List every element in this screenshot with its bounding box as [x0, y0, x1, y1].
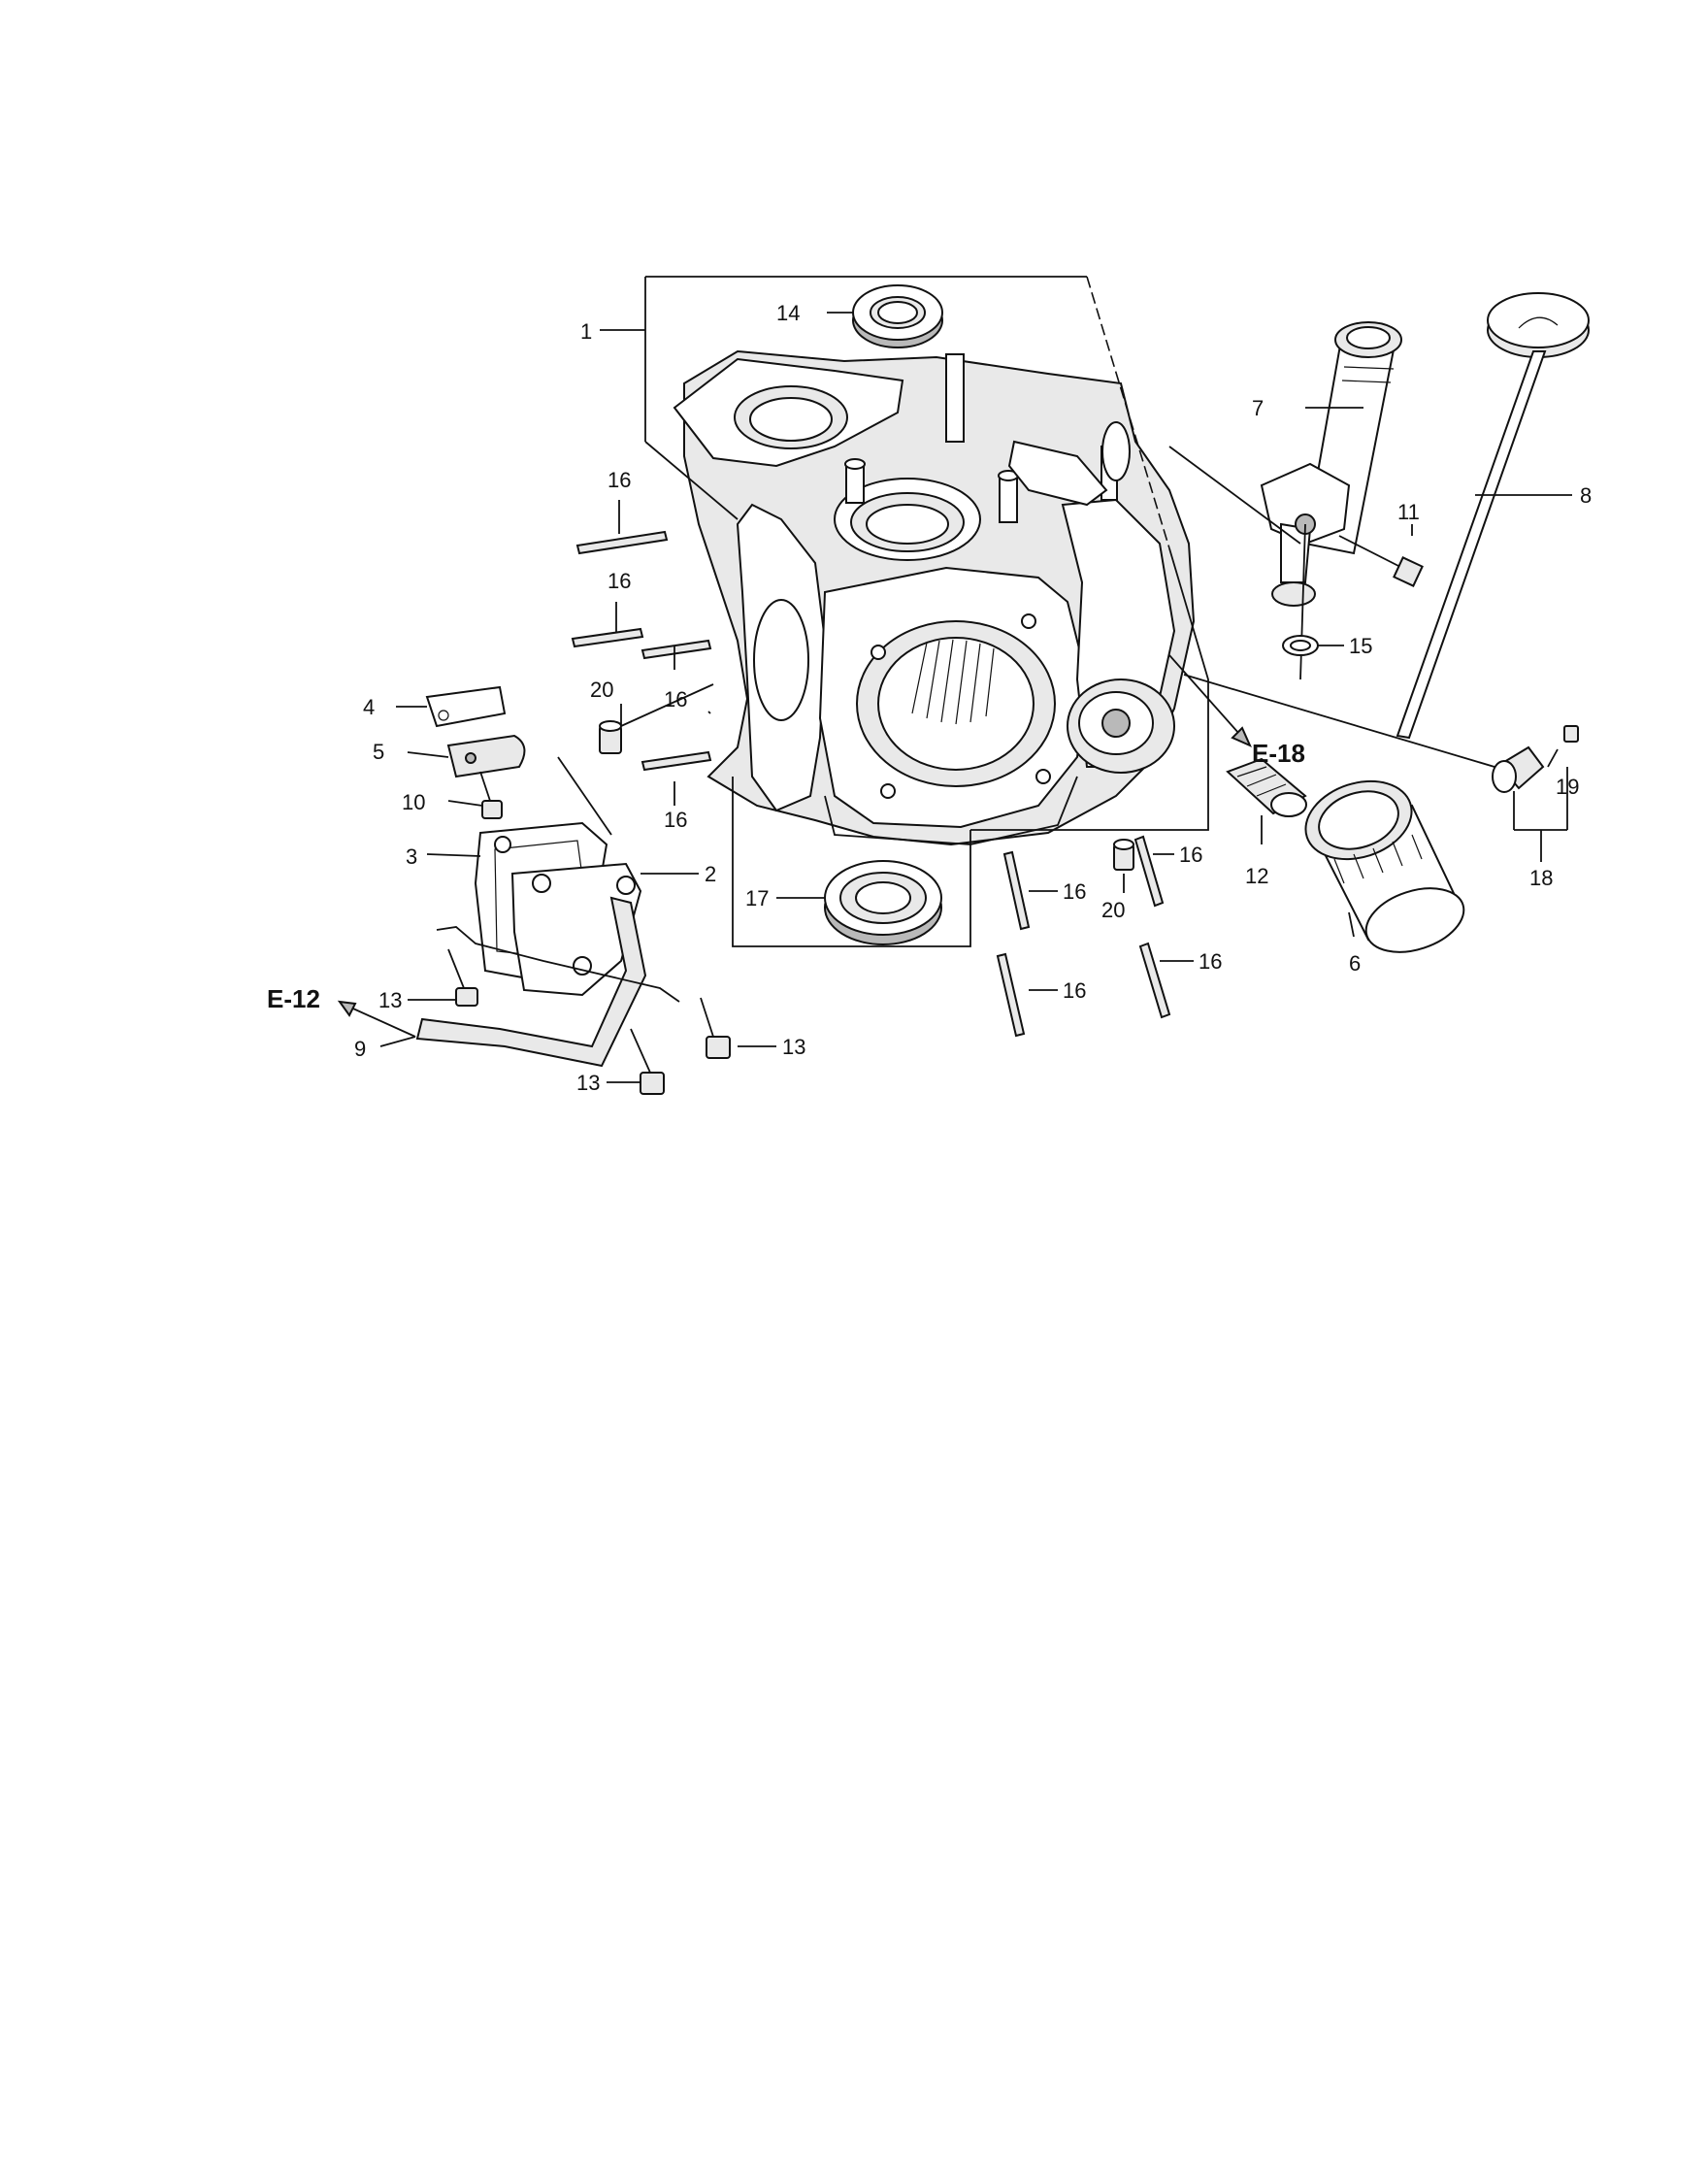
breather-plate-part-4 — [425, 685, 507, 728]
breather-tube-part-9 — [415, 896, 647, 1068]
crankcase-block — [673, 349, 1196, 846]
screw-part-19 — [1547, 725, 1579, 768]
bracket-part-13 — [436, 926, 680, 1003]
bolt-part-10 — [479, 771, 503, 819]
ball-bearing-part-17 — [824, 860, 942, 945]
label-part-15: 15 — [1349, 634, 1372, 658]
label-part-3: 3 — [406, 844, 417, 869]
label-part-16-e: 16 — [1063, 879, 1086, 904]
label-part-16-f: 16 — [1179, 843, 1202, 867]
dipstick-part-8 — [1396, 292, 1590, 740]
washer-part-15 — [1282, 635, 1319, 656]
cylinder-bore-ribs — [911, 639, 995, 725]
label-part-4: 4 — [363, 695, 375, 719]
label-part-8: 8 — [1580, 483, 1592, 508]
label-part-20-a: 20 — [590, 678, 613, 702]
bolt-part-13-b — [700, 997, 731, 1059]
arrow-head-icon — [1231, 726, 1252, 747]
oil-filter-part-6 — [1304, 779, 1465, 953]
label-part-13-b: 13 — [782, 1035, 805, 1059]
label-part-16-d: 16 — [664, 808, 687, 832]
label-part-16-b: 16 — [608, 569, 631, 593]
bolt-part-11 — [1338, 535, 1424, 587]
bolt-part-13-c — [630, 1028, 665, 1095]
filter-grip-ribs — [1333, 834, 1423, 884]
label-part-18: 18 — [1529, 866, 1553, 890]
assembly-bracket-part-1 — [644, 276, 1209, 947]
label-part-13-a: 13 — [378, 988, 402, 1012]
part-number-labels: 1 14 7 8 11 15 16 16 16 16 16 16 16 16 2… — [267, 301, 1592, 1095]
reference-label-e12: E-12 — [267, 984, 320, 1013]
reference-arrow-e18 — [1168, 654, 1495, 768]
label-part-20-b: 20 — [1101, 898, 1125, 922]
label-part-16-g: 16 — [1063, 978, 1086, 1003]
label-part-11: 11 — [1397, 500, 1420, 524]
bracket-part-7 — [1168, 446, 1301, 545]
label-part-5: 5 — [373, 740, 384, 764]
label-part-9: 9 — [354, 1037, 366, 1061]
label-part-19: 19 — [1556, 775, 1579, 799]
filter-nipple-part-12 — [1226, 757, 1307, 817]
bolt-part-13-a — [447, 948, 478, 1007]
label-part-6: 6 — [1349, 951, 1361, 976]
label-part-2: 2 — [705, 862, 716, 886]
leader-lines — [379, 312, 1572, 1083]
arrow-head-icon — [337, 1000, 357, 1017]
label-part-16-h: 16 — [1199, 949, 1222, 974]
breather-reed-part-5 — [446, 734, 526, 778]
label-part-16-a: 16 — [608, 468, 631, 492]
stud-bolts-part-16 — [571, 530, 1171, 1038]
label-part-14: 14 — [776, 301, 800, 325]
label-part-10: 10 — [402, 790, 425, 814]
bracket-part-2 — [557, 756, 612, 836]
breather-gasket-part-2 — [510, 862, 642, 997]
dowel-pin-part-20b — [1113, 839, 1134, 871]
reference-label-e18: E-18 — [1252, 739, 1305, 768]
label-part-17: 17 — [745, 886, 769, 910]
oil-seal-part-14 — [852, 284, 943, 348]
oil-pressure-switch-part-18 — [1492, 745, 1545, 793]
oil-filler-tube-part-7 — [1260, 321, 1402, 607]
reference-arrow-e12 — [337, 1000, 416, 1038]
label-part-12: 12 — [1245, 864, 1268, 888]
label-part-13-c: 13 — [576, 1071, 600, 1095]
dowel-pin-part-20 — [599, 720, 622, 754]
label-part-16-c: 16 — [664, 687, 687, 711]
label-part-7: 7 — [1252, 396, 1264, 420]
label-part-1: 1 — [580, 319, 592, 344]
